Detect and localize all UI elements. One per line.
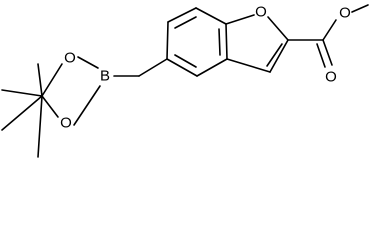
- pinacol-boronate-ring: O O: [41, 50, 101, 132]
- bond: [195, 7, 227, 25]
- bond: [1, 89, 43, 97]
- boronate-attachment: B: [100, 58, 168, 85]
- bond: [267, 16, 289, 41]
- bond: [37, 63, 43, 97]
- bond: [166, 58, 198, 77]
- pinacol-methyl-groups: [1, 63, 43, 158]
- bond: [225, 14, 255, 25]
- methyl-ester-group: O O: [287, 4, 369, 86]
- bond: [73, 85, 101, 126]
- bond: [77, 56, 99, 69]
- bond: [41, 95, 59, 118]
- double-bond-inner: [174, 54, 197, 68]
- bond: [41, 63, 63, 97]
- double-bond-inner: [266, 43, 283, 67]
- bond: [37, 95, 43, 158]
- atom-label-boron: B: [100, 68, 110, 85]
- atom-label-oxygen: O: [325, 69, 337, 86]
- atom-label-oxygen: O: [60, 115, 72, 132]
- bond: [269, 39, 289, 73]
- bond: [1, 95, 43, 131]
- bond: [167, 7, 197, 23]
- bond: [226, 58, 271, 73]
- bond: [322, 19, 337, 41]
- atom-label-oxygen: O: [255, 4, 267, 21]
- bond: [322, 39, 333, 66]
- bond: [138, 58, 168, 77]
- double-bond-outer: [316, 43, 326, 68]
- bond: [196, 58, 228, 77]
- atom-label-oxygen: O: [64, 50, 76, 67]
- atom-label-oxygen: O: [339, 5, 351, 22]
- benzene-ring: [166, 7, 228, 77]
- chemical-structure: O O O B O O: [1, 4, 369, 158]
- bond: [166, 21, 169, 60]
- bond: [351, 4, 369, 13]
- double-bond-inner: [174, 16, 197, 29]
- double-bond-inner: [218, 28, 221, 56]
- furan-ring: O: [225, 4, 289, 73]
- bond: [225, 23, 228, 60]
